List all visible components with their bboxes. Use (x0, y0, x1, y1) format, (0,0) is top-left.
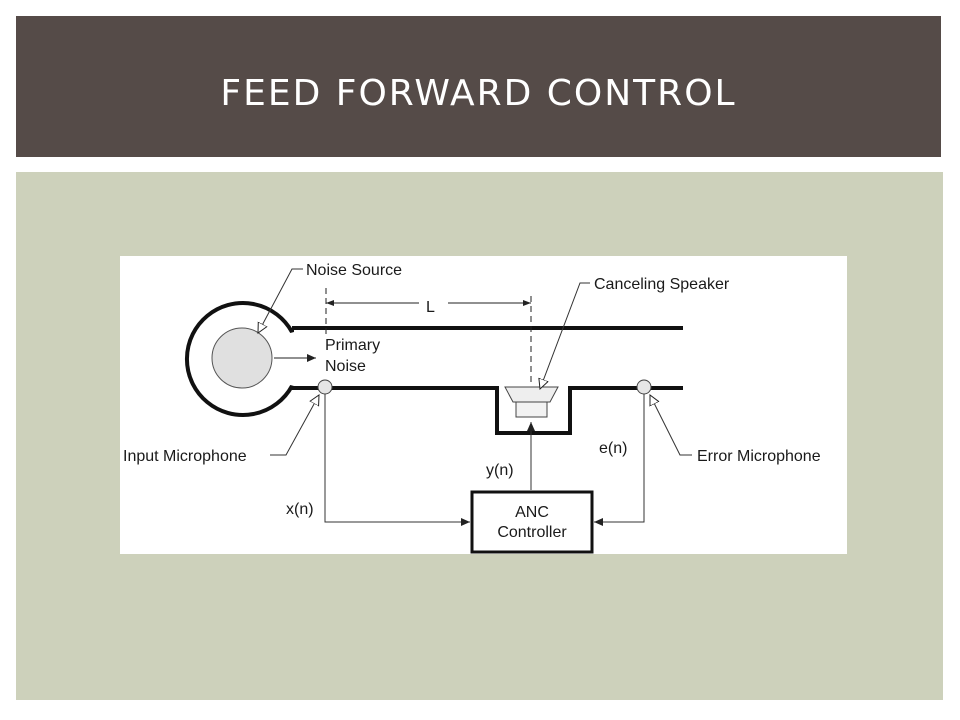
input-microphone-label: Input Microphone (123, 448, 247, 465)
canceling-speaker-pointer (540, 282, 590, 389)
dimension-l (325, 288, 531, 338)
e-signal-label: e(n) (599, 440, 627, 457)
primary-noise-label-line2: Noise (325, 358, 366, 375)
anc-diagram: Noise Source L Canceling Speaker Primary… (120, 256, 847, 554)
noise-source-pointer (258, 268, 303, 333)
duct-enclosure (184, 301, 294, 417)
y-signal-label: y(n) (486, 462, 514, 479)
speaker-icon (504, 386, 559, 418)
duct (184, 301, 683, 435)
canceling-speaker-label: Canceling Speaker (594, 276, 730, 293)
anc-controller-box (470, 490, 594, 554)
slide-title: FEED FORWARD CONTROL (220, 73, 737, 114)
error-microphone-icon (636, 379, 652, 395)
input-microphone-icon (317, 379, 333, 395)
x-signal-label: x(n) (286, 501, 314, 518)
error-microphone-pointer (650, 395, 692, 456)
primary-noise-label-line1: Primary (325, 337, 380, 354)
title-bar: FEED FORWARD CONTROL (16, 16, 941, 157)
dimension-l-label: L (426, 299, 435, 316)
input-microphone-pointer (270, 395, 319, 456)
error-microphone-label: Error Microphone (697, 448, 821, 465)
duct-bottom-wall (292, 386, 683, 435)
noise-source-icon (211, 327, 273, 389)
x-signal-line (324, 394, 470, 526)
noise-source-label: Noise Source (306, 262, 402, 279)
controller-label-line1: ANC (515, 504, 549, 521)
controller-label-line2: Controller (497, 524, 567, 541)
e-signal-line (594, 394, 645, 526)
